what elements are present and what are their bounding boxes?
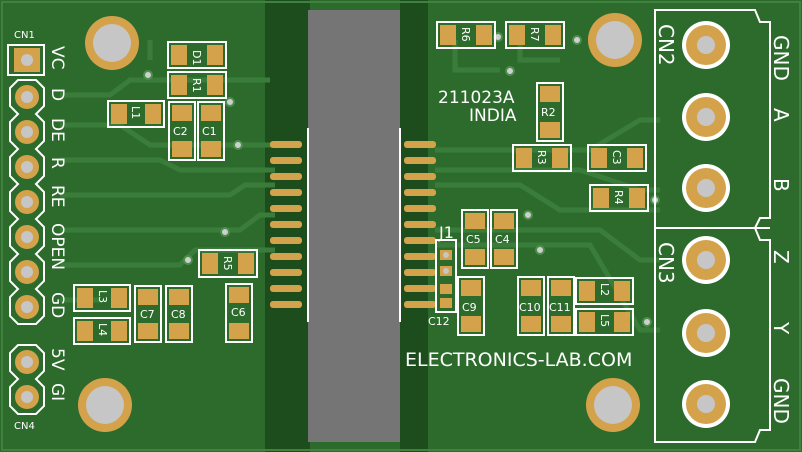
j1-label: J1	[438, 223, 454, 242]
r1-label: R1	[190, 78, 203, 93]
ic-pins-right	[404, 141, 436, 308]
comp-c1	[197, 101, 225, 161]
c9-label: C9	[462, 301, 477, 314]
cn2-pin-b: B	[769, 178, 793, 192]
comp-c2	[168, 101, 196, 161]
comp-c4	[490, 209, 518, 269]
cn2-pin-gnd: GND	[769, 35, 793, 81]
comp-r4	[589, 184, 649, 212]
comp-c5	[461, 209, 489, 269]
pin-label-gd: GD	[47, 292, 67, 318]
comp-l5	[575, 308, 634, 336]
comp-c6	[225, 283, 253, 343]
l2-label: L2	[598, 283, 611, 296]
header-cn1	[7, 44, 45, 76]
r7-label: R7	[528, 27, 541, 42]
comp-c8	[165, 285, 193, 343]
l1-label: L1	[129, 106, 142, 119]
comp-c7	[134, 285, 162, 343]
ic-pins-left	[270, 141, 302, 308]
c10-label: C10	[519, 301, 541, 314]
pin-label-re: RE	[47, 185, 67, 208]
pin-label-open: OPEN	[47, 223, 67, 270]
comp-c9	[457, 276, 485, 336]
cn3-pin-gnd: GND	[769, 378, 793, 424]
comp-r7	[505, 21, 565, 49]
pin-label-gi: GI	[47, 383, 67, 401]
jumper-j1	[435, 239, 457, 313]
l5-label: L5	[598, 314, 611, 327]
comp-c11	[547, 276, 575, 336]
d1-label: D1	[190, 50, 203, 65]
c5-label: C5	[466, 233, 481, 246]
pin-label-5v: 5V	[47, 348, 67, 371]
ic-chip	[270, 10, 436, 442]
c6-label: C6	[231, 306, 246, 319]
r2-label: R2	[541, 106, 556, 119]
cn1-label: CN1	[14, 30, 35, 41]
comp-l2	[575, 277, 634, 305]
c11-label: C11	[549, 301, 571, 314]
comp-c3	[587, 144, 647, 172]
terminal-block-cn3	[654, 227, 771, 443]
l3-label: L3	[96, 290, 109, 303]
c8-label: C8	[171, 308, 186, 321]
pin-label-de: DE	[47, 118, 67, 142]
r5-label: R5	[221, 256, 234, 271]
comp-r6	[436, 21, 496, 49]
comp-r2	[536, 82, 564, 142]
cn3-pin-z: Z	[769, 250, 793, 264]
header-pins	[9, 79, 45, 415]
c3-label: C3	[610, 150, 623, 165]
pin-label-d: D	[47, 88, 67, 101]
comp-l4	[73, 317, 131, 345]
comp-d1	[167, 41, 227, 69]
terminal-pads	[682, 21, 730, 428]
board-url: ELECTRONICS-LAB.COM	[405, 349, 632, 371]
comp-r5	[198, 249, 258, 278]
c1-label: C1	[202, 125, 217, 138]
r3-label: R3	[535, 150, 548, 165]
comp-l1	[107, 100, 165, 128]
board-country: INDIA	[469, 106, 517, 126]
comp-r1	[167, 71, 227, 99]
cn2-pin-a: A	[769, 108, 793, 122]
comp-r3	[512, 144, 572, 172]
board-code: 211023A	[438, 88, 515, 108]
cn2-label: CN2	[654, 24, 678, 66]
mounting-holes	[78, 13, 642, 432]
comp-l3	[73, 284, 131, 312]
cn3-pin-y: Y	[769, 321, 793, 335]
cn3-label: CN3	[654, 242, 678, 284]
r6-label: R6	[459, 27, 472, 42]
c7-label: C7	[140, 308, 155, 321]
c4-label: C4	[495, 233, 510, 246]
c12-label: C12	[428, 315, 450, 328]
cn4-label: CN4	[14, 421, 35, 432]
pin-label-r: R	[47, 157, 67, 169]
comp-c10	[517, 276, 545, 336]
pin-label-vc: VC	[47, 46, 67, 70]
r4-label: R4	[612, 190, 625, 205]
l4-label: L4	[96, 323, 109, 336]
c2-label: C2	[173, 125, 188, 138]
